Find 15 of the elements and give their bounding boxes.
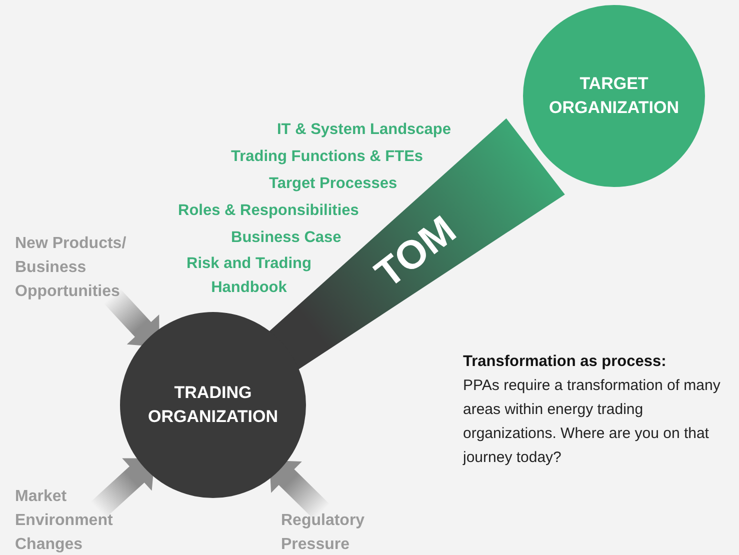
- circle-label: TRADING ORGANIZATION: [146, 382, 279, 428]
- scope-item: Roles & Responsibilities: [178, 201, 359, 221]
- scope-item: Trading Functions & FTEs: [231, 147, 424, 167]
- note-text: PPAs require a transformation of many areas within energy trading organizations. Where are you on that journey today?: [463, 376, 722, 468]
- note-heading: Transformation as process:: [463, 352, 666, 372]
- tom-band: [268, 118, 565, 370]
- input-text: Market Environment Changes: [15, 485, 155, 555]
- scope-item: Business Case: [231, 228, 342, 248]
- scope-item: IT & System Landscape: [277, 120, 452, 140]
- input-text: Regulatory Pressure: [281, 509, 401, 555]
- input-text: New Products/ Business Opportunities: [15, 232, 155, 310]
- scope-item: Target Processes: [269, 174, 398, 194]
- circle-label: TARGET ORGANIZATION: [548, 73, 680, 119]
- scope-item: Risk and Trading Handbook: [186, 254, 312, 298]
- edge-label: TOM: [367, 208, 465, 298]
